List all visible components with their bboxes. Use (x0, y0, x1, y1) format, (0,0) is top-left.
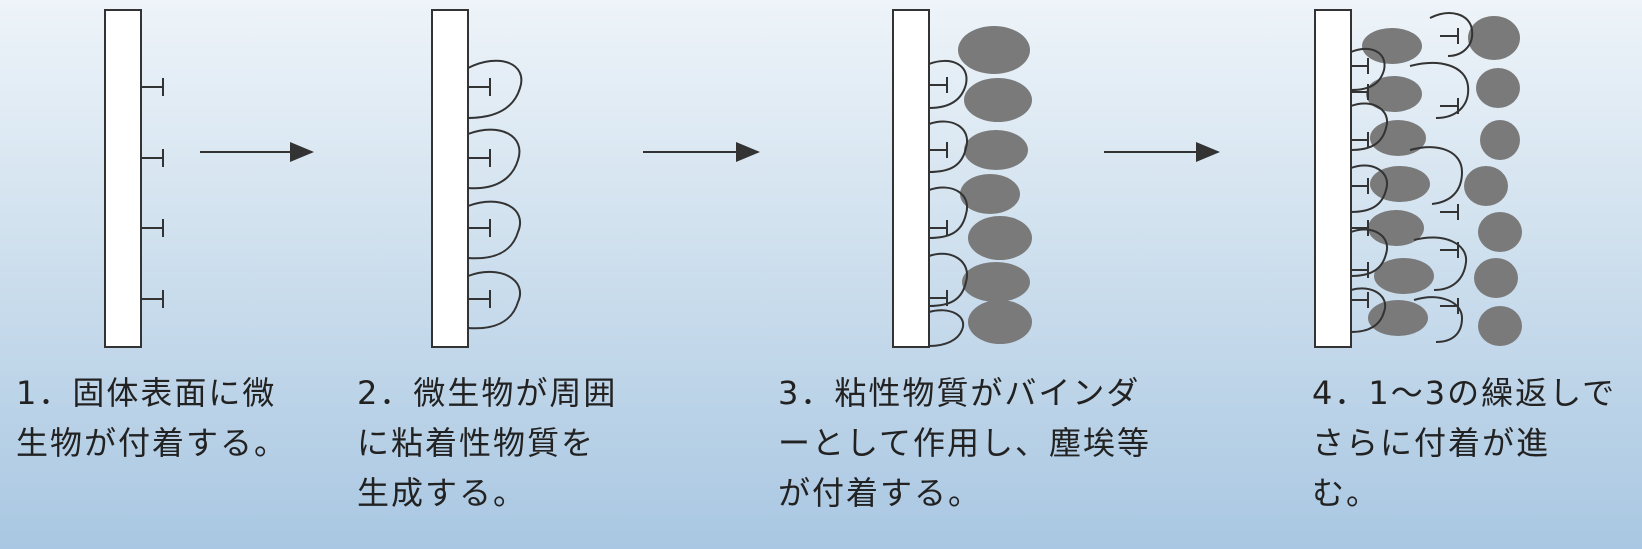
caption-line: 4．1～3の繰返しで (1312, 374, 1617, 412)
step-2-caption: 2．微生物が周囲 に粘着性物質を 生成する。 (357, 368, 617, 518)
solid-surface (892, 9, 930, 348)
adhesive-substance (1350, 12, 1474, 343)
caption-line: む。 (1312, 474, 1381, 512)
caption-line: 1．固体表面に微 (16, 374, 277, 412)
caption-line: 生物が付着する。 (16, 424, 289, 462)
caption-line: 生成する。 (357, 474, 528, 512)
step-3-caption: 3．粘性物質がバインダ ーとして作用し、塵埃等 が付着する。 (778, 368, 1151, 518)
microbes (929, 77, 948, 306)
caption-line: ーとして作用し、塵埃等 (778, 424, 1152, 462)
caption-line: さらに付着が進 (1312, 424, 1551, 462)
caption-line: 3．粘性物質がバインダ (778, 374, 1141, 412)
adhesive-substance (928, 59, 969, 347)
adhesive-substance (467, 59, 523, 330)
microbes (141, 78, 164, 308)
dust-particles (1362, 16, 1522, 346)
stage-1 (104, 9, 164, 348)
stage-3 (892, 9, 1032, 348)
stage-2 (431, 9, 523, 348)
microbes (468, 78, 491, 308)
solid-surface (1314, 9, 1352, 348)
stage-4 (1314, 9, 1522, 348)
caption-line: が付着する。 (778, 474, 983, 512)
step-1-caption: 1．固体表面に微 生物が付着する。 (16, 368, 288, 468)
caption-line: に粘着性物質を (357, 424, 596, 462)
caption-line: 2．微生物が周囲 (357, 374, 618, 412)
solid-surface (104, 9, 142, 348)
solid-surface (431, 9, 469, 348)
dust-particles (958, 26, 1032, 344)
step-4-caption: 4．1～3の繰返しで さらに付着が進 む。 (1312, 368, 1616, 518)
